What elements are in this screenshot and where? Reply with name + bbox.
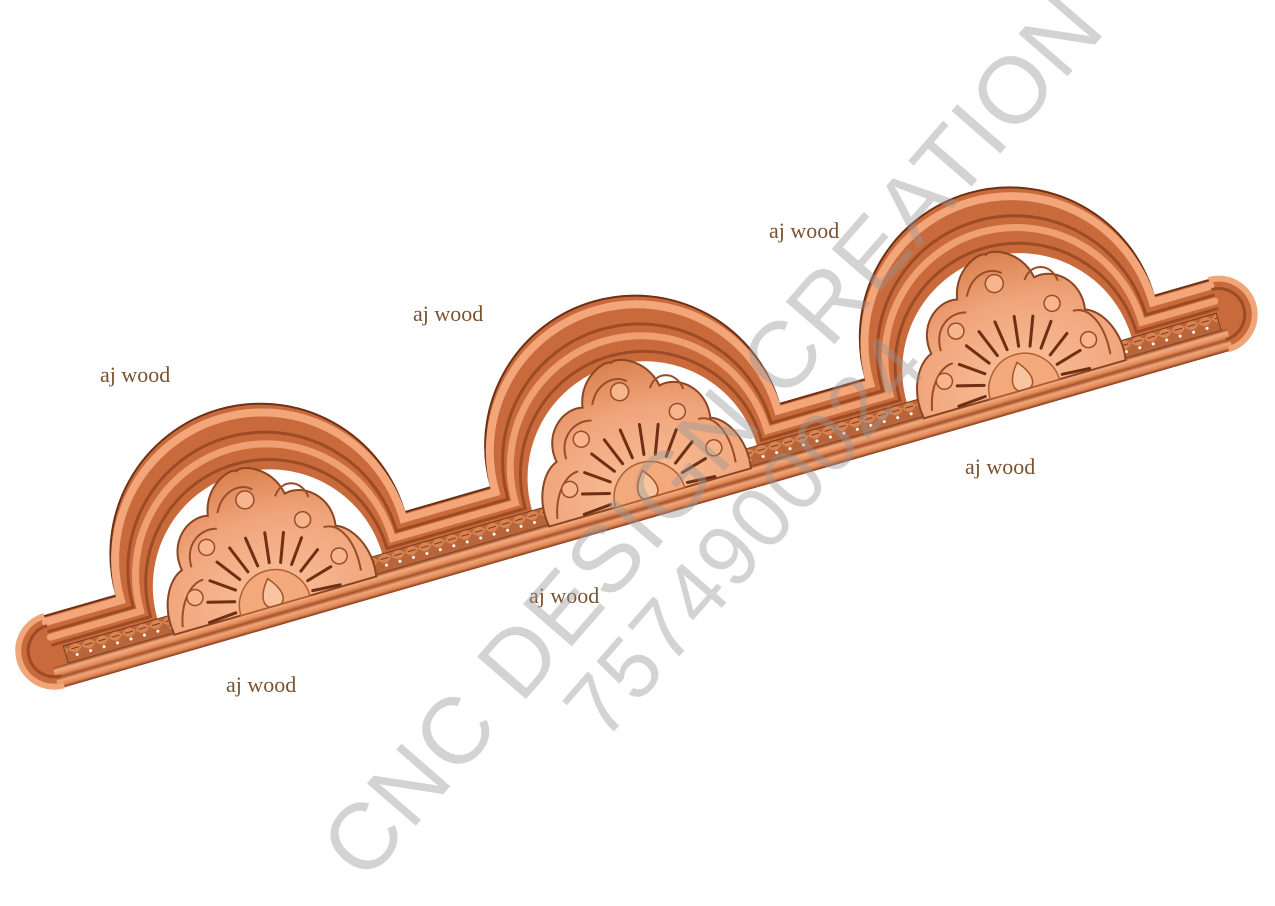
bottom-rail — [52, 328, 1234, 689]
aj-wood-label: aj wood — [965, 454, 1036, 479]
aj-wood-label: aj wood — [769, 218, 840, 243]
aj-wood-label: aj wood — [100, 362, 171, 387]
aj-wood-label: aj wood — [413, 301, 484, 326]
aj-wood-label: aj wood — [226, 672, 297, 697]
frieze-body — [15, 186, 1258, 690]
aj-wood-label: aj wood — [529, 583, 600, 608]
